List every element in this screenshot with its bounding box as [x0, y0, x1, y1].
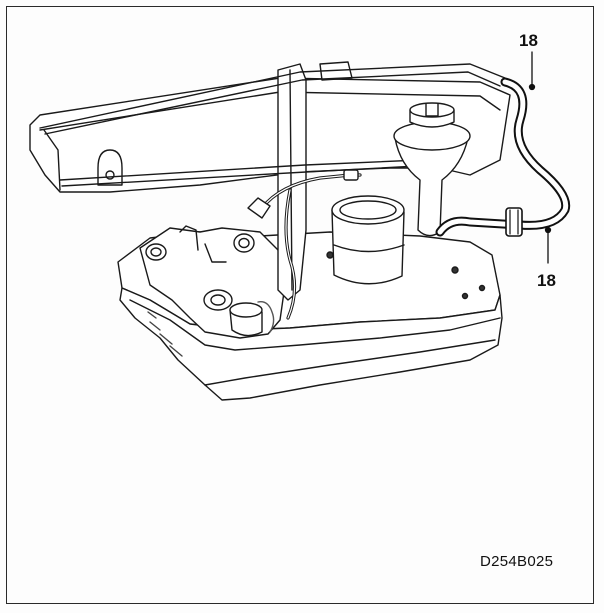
pump-port-inner: [150, 247, 162, 257]
callout-label-lower: 18: [537, 271, 556, 290]
pump-port: [233, 233, 255, 253]
pump-port: [203, 289, 233, 311]
hose-clamp-band: [509, 209, 519, 235]
pump-outlet-rim: [229, 302, 263, 318]
canister-housing-rib: [43, 129, 61, 191]
filler-cap-tab: [425, 103, 439, 117]
figure-code: D254B025: [480, 553, 554, 570]
hose-clamp: [505, 207, 523, 237]
fuel-line-mid: [59, 159, 421, 181]
vent-line-connector: [343, 169, 359, 181]
callout-leaders: [528, 51, 552, 264]
mounting-ear: [97, 149, 123, 186]
pump-bracket: [179, 225, 227, 263]
vapor-hose-inner: [437, 79, 569, 235]
vent-valve: [247, 197, 271, 219]
center-bracket-edge: [289, 69, 293, 291]
callout-label-upper: 18: [519, 31, 538, 50]
filler-pipe: [393, 102, 471, 237]
filler-pipe-funnel: [394, 137, 469, 237]
fuel-pump-module: [139, 225, 286, 339]
callout-dot-lower: [544, 226, 552, 234]
callout-dot-upper: [528, 83, 536, 91]
center-bracket-plate: [277, 63, 307, 301]
fuel-tank-seam-lower: [204, 339, 496, 386]
vapor-hose: [435, 77, 571, 237]
filler-neck-rim: [331, 195, 405, 225]
filler-neck-rim-inner: [339, 200, 397, 220]
filler-cap-top: [409, 102, 455, 118]
tank-bolt: [326, 251, 334, 259]
fuel-tank-seam: [129, 299, 501, 351]
vent-line-tube-inner: [261, 174, 361, 209]
center-bracket: [277, 61, 353, 301]
figure-frame: [6, 6, 594, 604]
filler-neck: [331, 195, 405, 285]
fuel-line-upper-2: [44, 71, 501, 135]
canister-housing-edge: [39, 91, 501, 131]
vent-line: [247, 169, 362, 320]
fuel-line-mid-2: [61, 165, 419, 187]
tank-bolt: [461, 292, 469, 300]
pump-port: [145, 243, 167, 261]
pump-port-inner: [210, 294, 226, 306]
vent-line-drop-inner: [285, 189, 296, 319]
fuel-tank-ribs: [147, 311, 183, 357]
pump-port-inner: [238, 237, 250, 249]
filler-neck-body: [331, 209, 405, 285]
pump-wiring: [257, 301, 275, 333]
tank-bolt: [451, 266, 459, 274]
tank-bolt: [478, 284, 486, 292]
mounting-hole: [105, 170, 115, 180]
filler-neck-collar: [333, 244, 405, 253]
